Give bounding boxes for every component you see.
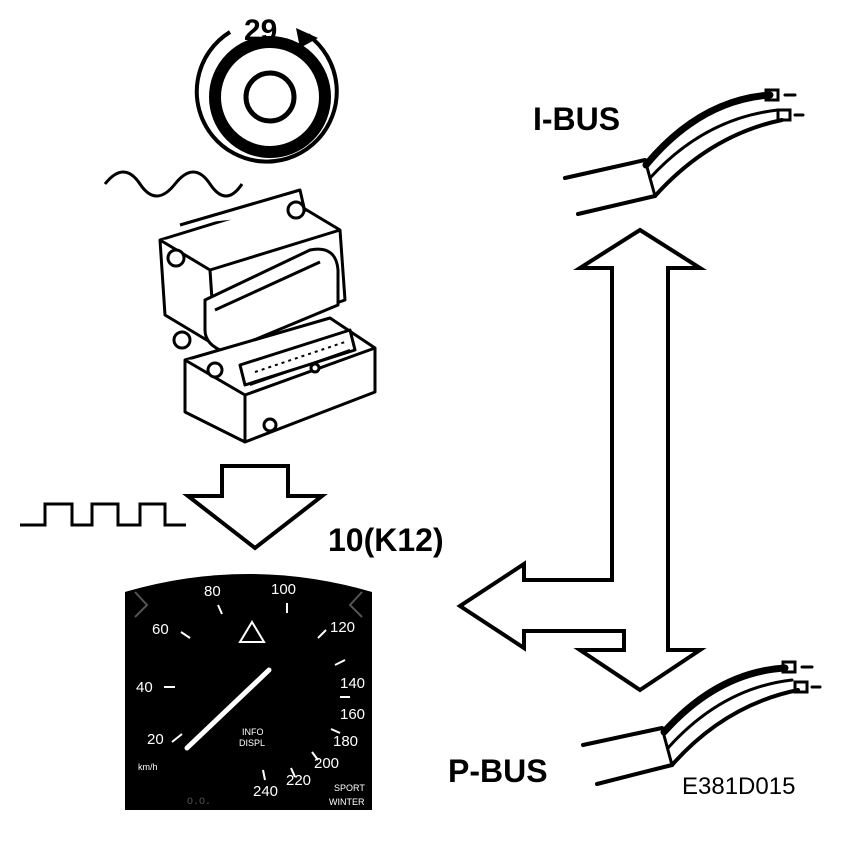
sine-signal-icon — [103, 170, 244, 198]
rotation-arrow-icon — [296, 28, 318, 48]
sensor-ring-icon — [194, 30, 339, 164]
pbus-cable-icon — [581, 660, 822, 786]
square-wave-signal-icon — [20, 502, 186, 527]
pbus-label: P-BUS — [448, 753, 548, 789]
bus-arrow — [456, 227, 707, 693]
winter-mode-label: WINTER — [329, 797, 365, 807]
ibus-label: I-BUS — [533, 101, 620, 137]
gauge-label-200: 200 — [314, 755, 339, 772]
gauge-label-20: 20 — [147, 731, 164, 748]
gauge-unit-label: km/h — [138, 762, 158, 772]
odometer-indicator-icon: O.O. — [187, 797, 211, 808]
info-display-label-1: INFO — [242, 727, 264, 737]
info-display-label-2: DISPL — [239, 738, 265, 748]
speedometer: 20 40 60 80 100 120 140 160 180 200 220 … — [125, 574, 372, 810]
sensor-number-label: 29 — [244, 14, 277, 47]
gauge-label-120: 120 — [330, 619, 355, 636]
gauge-label-240: 240 — [253, 783, 278, 800]
gauge-label-180: 180 — [333, 733, 358, 750]
gauge-label-40: 40 — [136, 679, 153, 696]
down-arrow — [182, 464, 328, 551]
module-ref-label: 10(K12) — [328, 522, 444, 558]
gauge-label-60: 60 — [152, 621, 169, 638]
speedometer-needle — [184, 667, 272, 751]
gauge-label-140: 140 — [340, 675, 365, 692]
sport-mode-label: SPORT — [334, 783, 365, 793]
gauge-label-220: 220 — [286, 772, 311, 789]
gauge-label-100: 100 — [271, 581, 296, 598]
figure-id-label: E381D015 — [682, 773, 795, 800]
ibus-cable-icon — [563, 88, 805, 216]
control-module-icon — [158, 188, 377, 444]
gauge-label-80: 80 — [204, 583, 221, 600]
gauge-label-160: 160 — [340, 706, 365, 723]
